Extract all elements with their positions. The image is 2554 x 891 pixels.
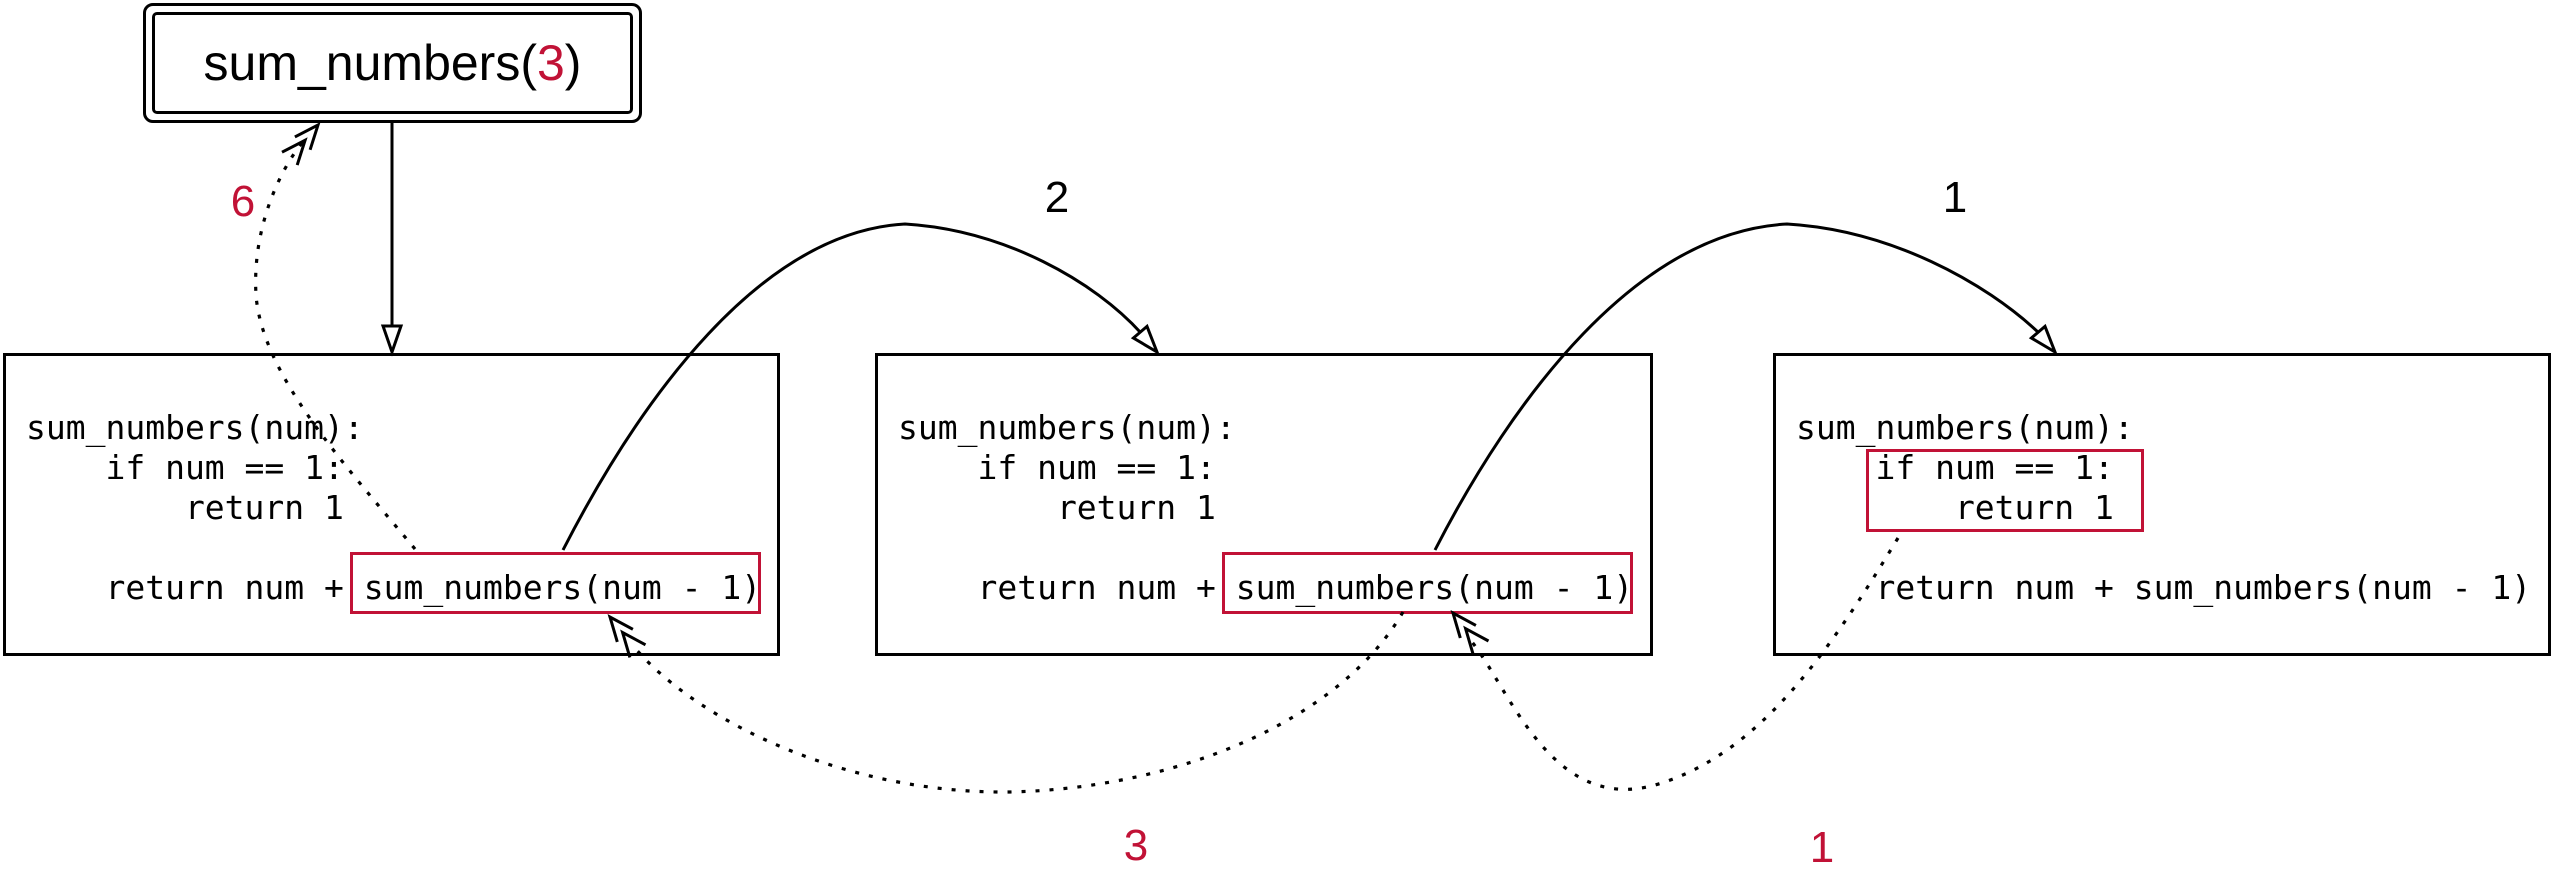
root-call-prefix: sum_numbers( [203, 35, 537, 91]
arrow-right-icon [1130, 323, 1160, 356]
code-line: sum_numbers(num): [26, 408, 364, 447]
code-line: return 1 [26, 488, 344, 527]
label-call-first: 2 [1044, 173, 1070, 222]
stack-frame-1: sum_numbers(num): if num == 1: return 1 … [3, 353, 780, 656]
root-call-suffix: ) [564, 35, 582, 91]
code-line: sum_numbers(num): [1796, 408, 2134, 447]
label-return-second: 1 [1809, 823, 1835, 872]
code-line [1796, 528, 2531, 568]
root-call-box: sum_numbers(3) [143, 3, 642, 123]
return-arrowhead-icon [294, 122, 321, 151]
label-call-second: 1 [1942, 173, 1968, 222]
root-call-arrow [380, 123, 404, 357]
arrow-right-icon [2028, 323, 2058, 356]
root-call-arg: 3 [536, 35, 565, 91]
code-line: return 1 [898, 488, 1216, 527]
highlight-rect-base-case [1866, 449, 2144, 532]
code-line: if num == 1: [26, 448, 344, 487]
label-return-first: 3 [1123, 821, 1149, 870]
code-line: if num == 1: [898, 448, 1216, 487]
code-line: return num + sum_numbers(num - 1) [26, 568, 762, 607]
highlight-rect-recursive-call-2 [1222, 552, 1633, 614]
code-line: return num + sum_numbers(num - 1) [1796, 568, 2532, 607]
label-return-root: 6 [230, 177, 256, 226]
return-arrowhead-icon [281, 137, 308, 166]
stack-frame-2: sum_numbers(num): if num == 1: return 1 … [875, 353, 1653, 656]
root-call-label: sum_numbers(3) [152, 12, 633, 114]
stack-frame-3: sum_numbers(num): if num == 1: return 1 … [1773, 353, 2551, 656]
arrow-down-icon [380, 324, 404, 357]
code-line: sum_numbers(num): [898, 408, 1236, 447]
highlight-rect-recursive-call-1 [350, 552, 761, 614]
